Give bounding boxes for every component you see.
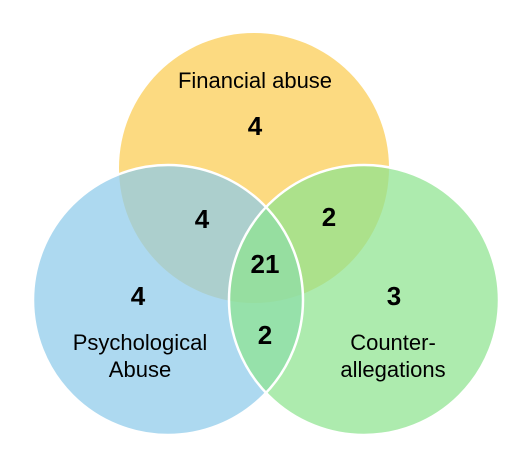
counter-allegations-circle-outline	[227, 163, 501, 437]
financial-abuse-label: Financial abuse	[178, 68, 332, 93]
psychological-only-count: 4	[131, 281, 146, 311]
psychological-abuse-label-line1: Psychological	[73, 330, 208, 355]
counter-allegations-label-line1: Counter-	[350, 330, 436, 355]
financial-counter-count: 2	[322, 202, 336, 232]
psychological-abuse-circle	[33, 165, 303, 435]
counter-only-count: 3	[387, 281, 401, 311]
psychological-abuse-circle-outline	[31, 163, 305, 437]
psychological-abuse-label-line2: Abuse	[109, 357, 171, 382]
financial-psychological-count: 4	[195, 204, 210, 234]
financial-only-count: 4	[248, 111, 263, 141]
counter-allegations-circle	[229, 165, 499, 435]
all-three-count: 21	[251, 249, 280, 279]
counter-allegations-label-line2: allegations	[340, 357, 445, 382]
psychological-counter-count: 2	[258, 320, 272, 350]
